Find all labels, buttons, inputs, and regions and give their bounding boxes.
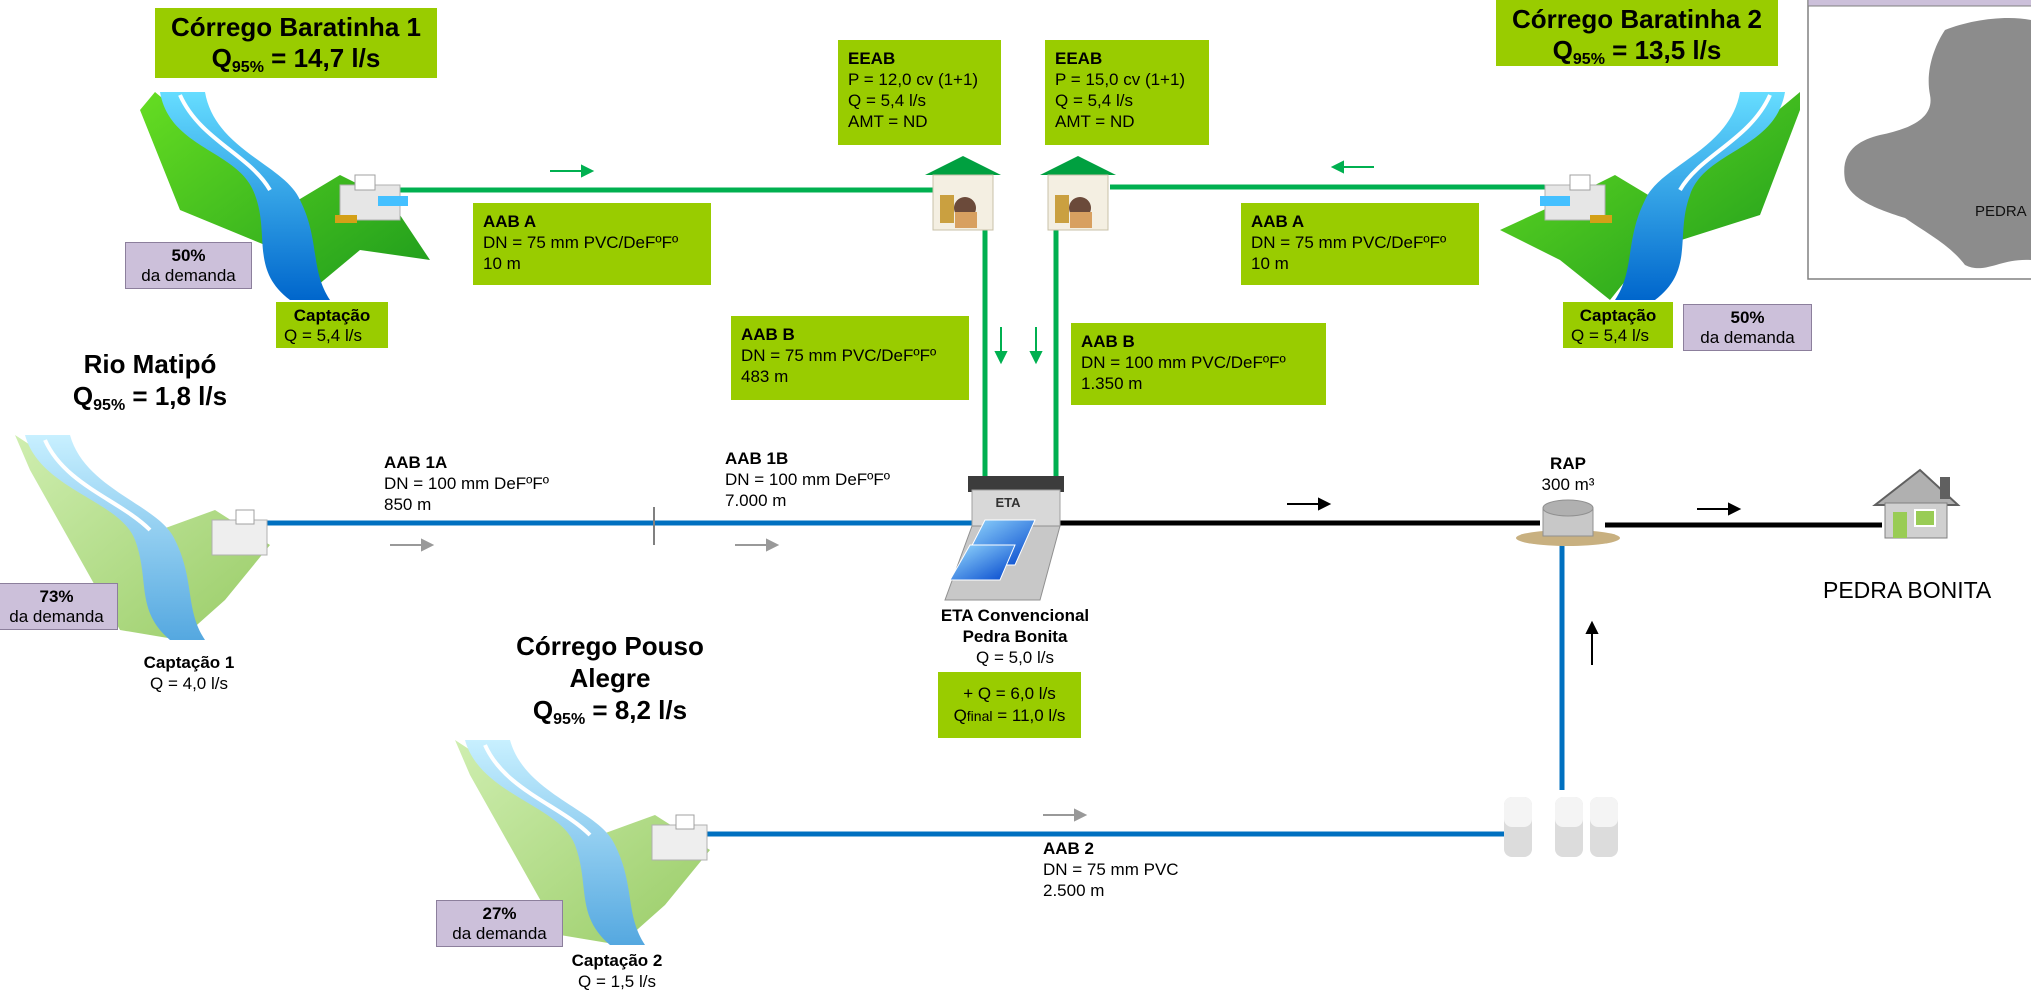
aab-a-right-box: AAB A DN = 75 mm PVC/DeFºFº 10 m: [1241, 203, 1479, 285]
captacao-box-baratinha-1: Captação Q = 5,4 l/s: [276, 302, 388, 348]
river-intake-icon: [15, 435, 270, 640]
rap-label: RAP 300 m³: [1541, 454, 1595, 494]
river-intake-icon: [455, 740, 710, 945]
eta-tag: ETA: [995, 495, 1021, 510]
demand-box-baratinha-1: 50% da demanda: [125, 242, 252, 289]
demand-box-matipo: 73% da demanda: [0, 583, 118, 630]
aab-b-left-box: AAB B DN = 75 mm PVC/DeFºFº 483 m: [731, 316, 969, 400]
demand-box-baratinha-2: 50% da demanda: [1683, 304, 1812, 351]
eta-flow-box: + Q = 6,0 l/s Qfinal = 11,0 l/s: [938, 672, 1081, 738]
flow-arrow-right-green-icon: [550, 164, 595, 178]
flow-arrow-down-green-icon: [994, 327, 1043, 365]
eta-title: ETA Convencional Pedra Bonita Q = 5,0 l/…: [940, 606, 1090, 667]
aab-b-right-box: AAB B DN = 100 mm PVC/DeFºFº 1.350 m: [1071, 323, 1326, 405]
flow-arrow-left-green-icon: [1330, 160, 1374, 174]
source-title-baratinha-1: Córrego Baratinha 1 Q95% = 14,7 l/s: [155, 8, 437, 78]
pump-station-icon: [1040, 156, 1116, 231]
treatment-plant-icon: [944, 476, 1064, 601]
aab-a-left-box: AAB A DN = 75 mm PVC/DeFºFº 10 m: [473, 203, 711, 285]
river-intake-icon: [1500, 92, 1800, 300]
aab-1a-label: AAB 1A DN = 100 mm DeFºFº 850 m: [384, 453, 549, 514]
eeab-left-box: EEAB P = 12,0 cv (1+1) Q = 5,4 l/s AMT =…: [838, 40, 1001, 145]
city-label: PEDRA BONITA: [1823, 577, 1992, 603]
captacao-2-label: Captação 2 Q = 1,5 l/s: [571, 951, 663, 991]
demand-box-pouso: 27% da demanda: [436, 900, 563, 947]
flow-arrow-right-gray-icon: [390, 538, 1088, 822]
reservoir-icon: [1516, 499, 1620, 546]
map-inset: [1807, 0, 2031, 280]
captacao-1-label: Captação 1 Q = 4,0 l/s: [143, 653, 235, 693]
eeab-right-box: EEAB P = 15,0 cv (1+1) Q = 5,4 l/s AMT =…: [1045, 40, 1209, 145]
source-title-matipo: Rio Matipó Q95% = 1,8 l/s: [72, 349, 228, 414]
house-icon: [1872, 468, 1961, 539]
captacao-box-baratinha-2: Captação Q = 5,4 l/s: [1563, 302, 1673, 348]
well-icon: [1504, 797, 1618, 857]
river-intake-icon: [140, 92, 430, 300]
flow-arrow-right-black-icon: [1287, 497, 1742, 665]
source-title-baratinha-2: Córrego Baratinha 2 Q95% = 13,5 l/s: [1496, 0, 1778, 68]
pump-station-icon: [925, 156, 1001, 231]
aab-2-label: AAB 2 DN = 75 mm PVC 2.500 m: [1043, 839, 1179, 900]
source-title-pouso-alegre: Córrego Pouso Alegre Q95% = 8,2 l/s: [516, 631, 704, 728]
aab-1b-label: AAB 1B DN = 100 mm DeFºFº 7.000 m: [725, 449, 890, 510]
map-inset-label: PEDRA: [1975, 203, 2027, 220]
